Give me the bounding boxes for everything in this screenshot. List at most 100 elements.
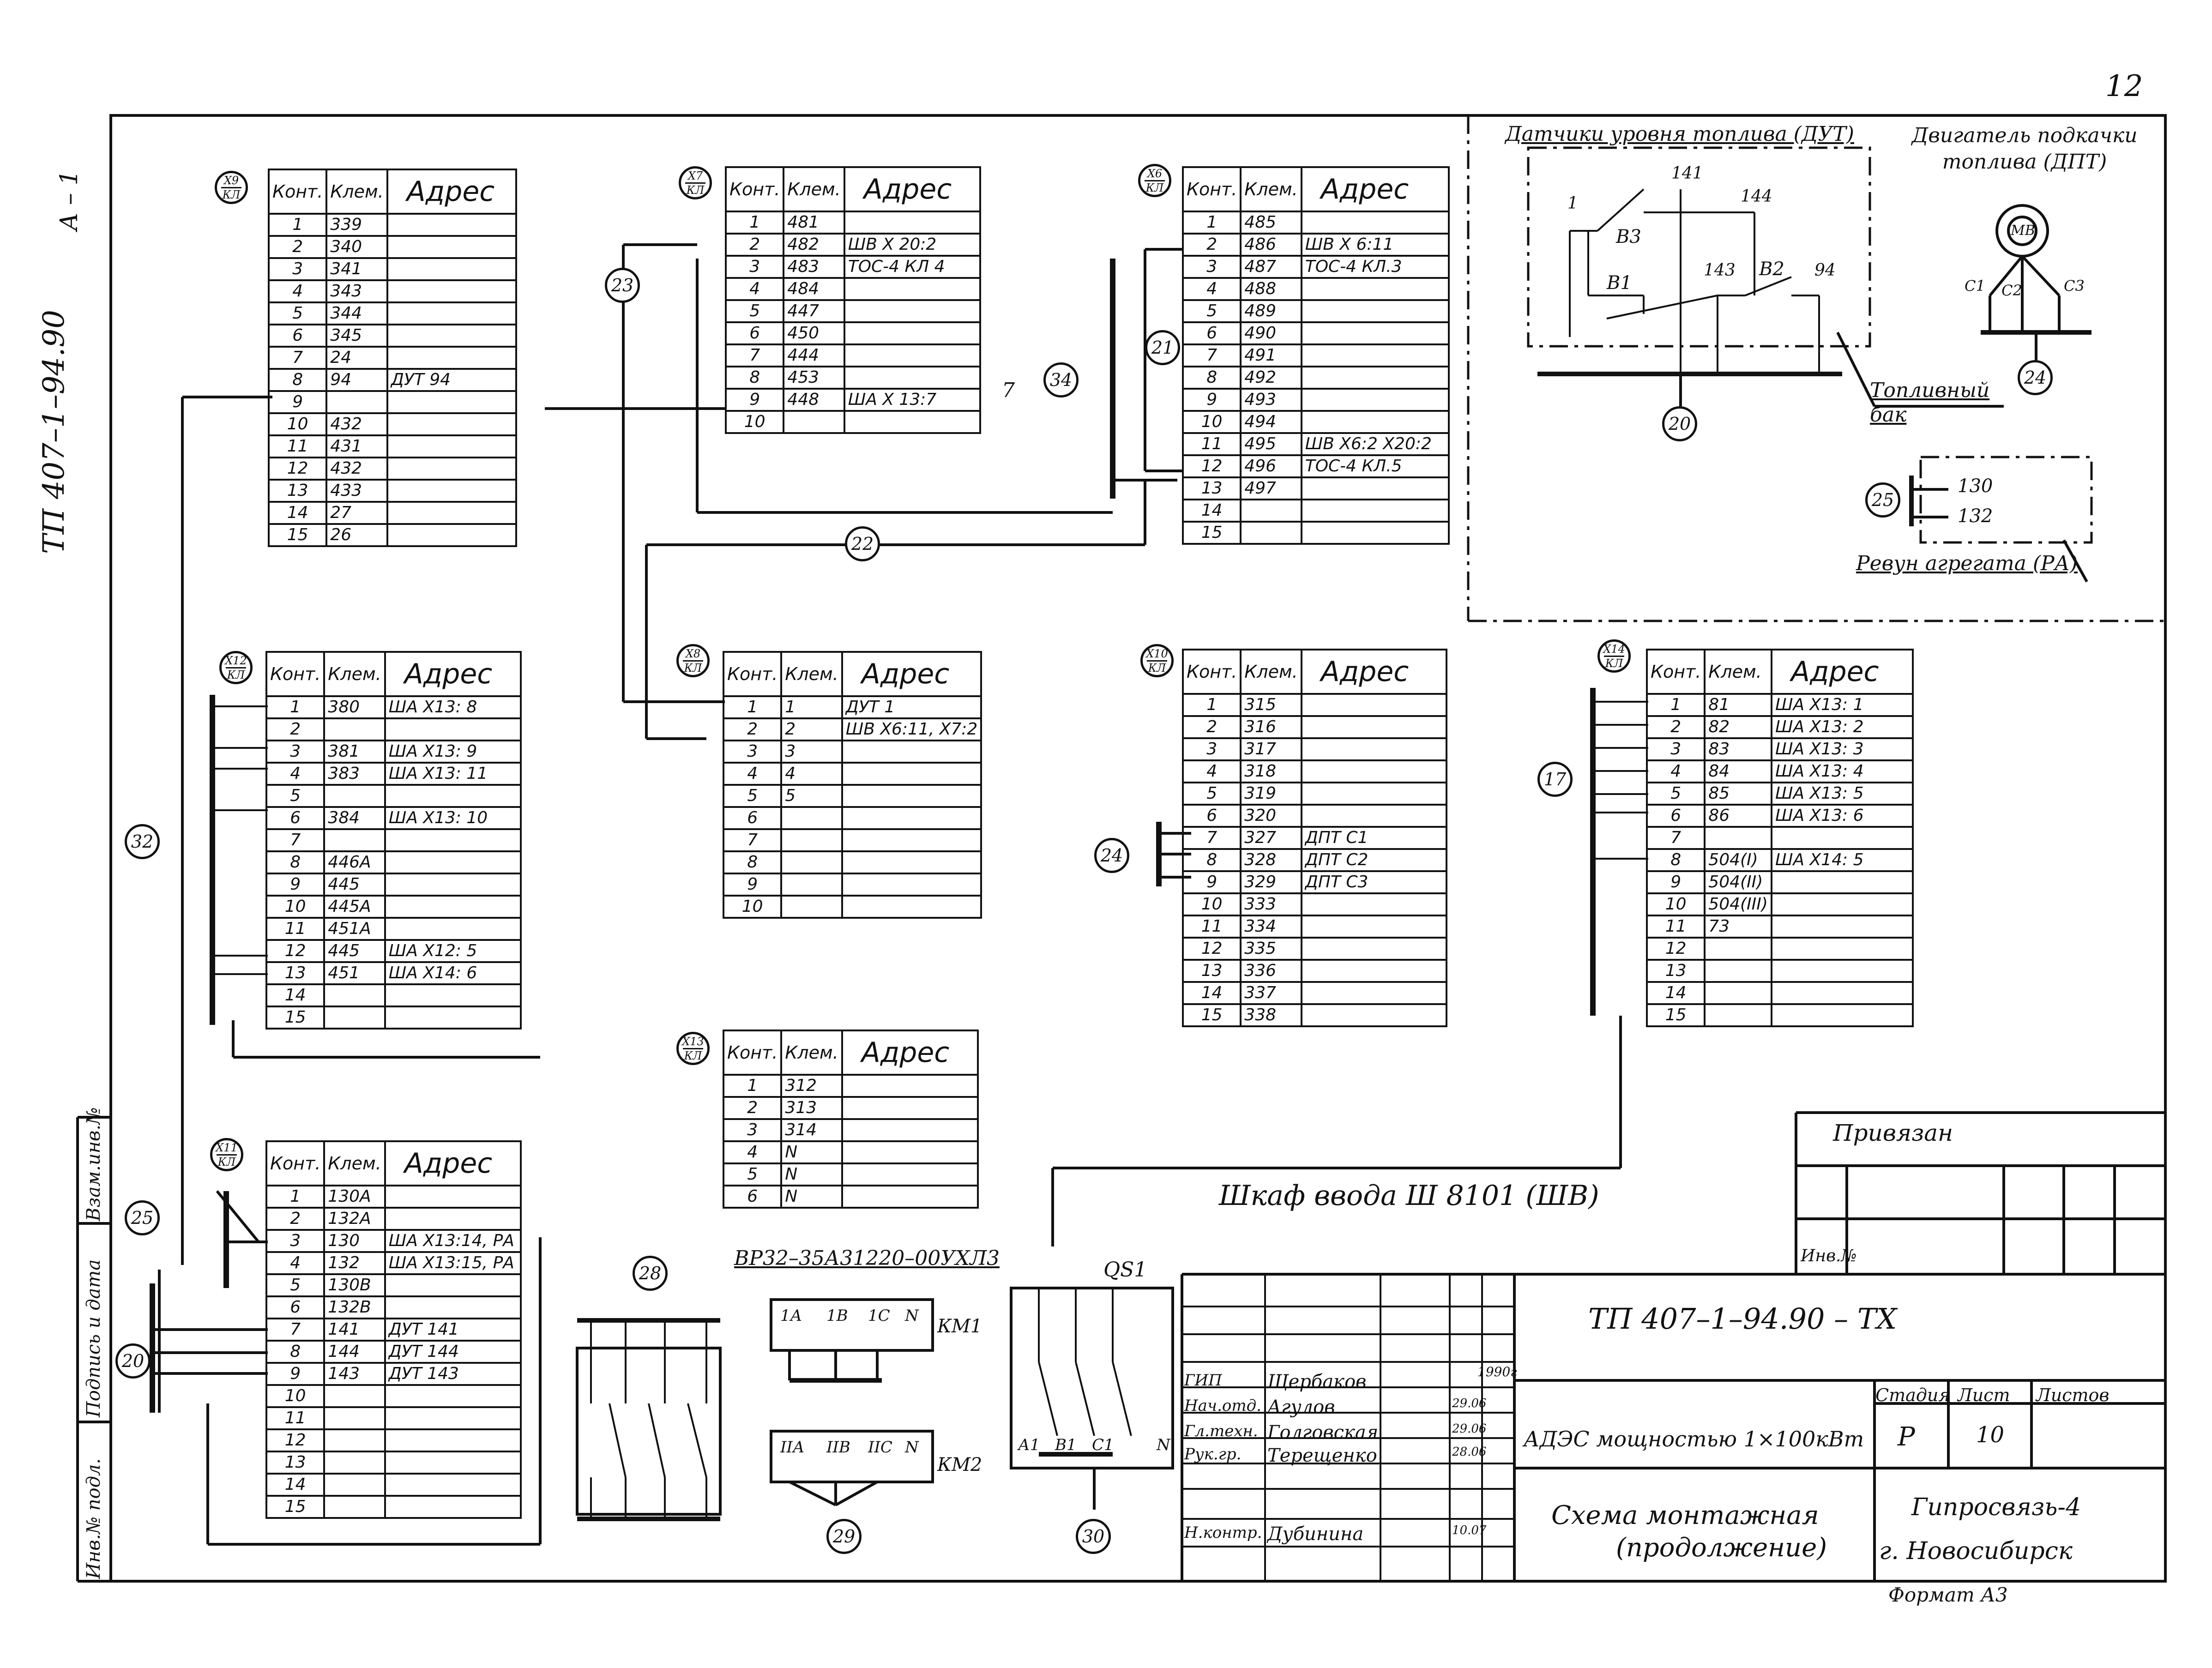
role-date: 10.07 bbox=[1452, 1523, 1487, 1537]
cell-adres: ДПТ С1 bbox=[1300, 826, 1448, 850]
cell-adres bbox=[1300, 299, 1450, 323]
mark-seven: 7 bbox=[1002, 379, 1015, 402]
cell-kont: 3 bbox=[267, 257, 328, 281]
cell-klem: 381 bbox=[323, 740, 386, 764]
cell-klem: 431 bbox=[325, 434, 388, 458]
cell-adres bbox=[384, 1384, 522, 1408]
cell-adres bbox=[1300, 211, 1450, 235]
cell-klem: 451А bbox=[323, 917, 386, 941]
cell-kont: 13 bbox=[1181, 959, 1242, 983]
year-label: 1990г bbox=[1477, 1364, 1517, 1379]
cell-adres bbox=[1770, 870, 1914, 894]
cell-kont: 11 bbox=[1181, 432, 1242, 456]
cell-klem: 432 bbox=[325, 412, 388, 436]
role-role: Нач.отд. bbox=[1184, 1397, 1261, 1415]
cell-adres bbox=[386, 213, 518, 237]
cell-adres bbox=[1300, 759, 1448, 783]
cell-klem bbox=[323, 1495, 386, 1519]
cell-kont: 2 bbox=[265, 717, 325, 741]
cell-kont: 9 bbox=[722, 873, 783, 897]
cell-kont: 8 bbox=[1645, 848, 1706, 872]
cell-kont: 4 bbox=[265, 762, 325, 786]
cell-klem: 86 bbox=[1704, 804, 1772, 828]
cell-kont: 3 bbox=[1645, 737, 1706, 761]
table-row: 7 bbox=[265, 828, 522, 852]
term-1: 1 bbox=[1567, 194, 1578, 213]
cell-kont: 3 bbox=[722, 740, 783, 764]
table-row: 11 bbox=[265, 1406, 522, 1430]
cell-adres bbox=[386, 257, 518, 281]
cell-adres bbox=[841, 828, 982, 852]
cell-klem: 444 bbox=[783, 343, 845, 367]
cell-adres bbox=[841, 873, 982, 897]
cell-adres bbox=[1300, 1003, 1448, 1027]
motor-label: МВ bbox=[2011, 223, 2035, 239]
table-row: 15 bbox=[265, 1495, 522, 1519]
cell-klem: 488 bbox=[1240, 277, 1302, 301]
cell-klem: 486 bbox=[1240, 233, 1302, 257]
cell-adres bbox=[384, 1428, 522, 1452]
cell-kont: 9 bbox=[265, 1362, 325, 1386]
table-row: 5 bbox=[265, 784, 522, 808]
cell-adres bbox=[384, 873, 522, 897]
col-adres: Адрес bbox=[1770, 649, 1914, 695]
cell-kont: 6 bbox=[724, 321, 785, 345]
cell-klem bbox=[325, 390, 388, 414]
cell-adres bbox=[384, 850, 522, 874]
inv-label: Инв.№ bbox=[1801, 1246, 1857, 1265]
siren-130: 130 bbox=[1958, 476, 1993, 497]
cell-adres bbox=[384, 1495, 522, 1519]
qs-t3: С1 bbox=[1092, 1436, 1114, 1454]
cell-kont: 6 bbox=[265, 1295, 325, 1319]
col-kont: Конт. bbox=[722, 1030, 783, 1076]
cell-kont: 4 bbox=[1181, 277, 1242, 301]
role-role: Рук.гр. bbox=[1184, 1445, 1242, 1463]
cell-adres: ДУТ 1 bbox=[841, 695, 982, 719]
col-adres: Адрес bbox=[843, 166, 982, 212]
cell-klem: 327 bbox=[1240, 826, 1302, 850]
table-row: 14 bbox=[265, 983, 522, 1007]
cell-kont: 15 bbox=[1181, 1003, 1242, 1027]
cell-adres bbox=[841, 740, 982, 764]
cell-kont: 3 bbox=[724, 255, 785, 279]
cell-adres bbox=[1300, 782, 1448, 806]
table-row: 8 bbox=[722, 850, 982, 874]
cell-adres bbox=[1300, 521, 1450, 545]
cell-klem: 343 bbox=[325, 279, 388, 303]
cell-adres bbox=[841, 1140, 979, 1164]
cell-adres: ША Х13: 4 bbox=[1770, 759, 1914, 783]
cell-klem: 328 bbox=[1240, 848, 1302, 872]
table-row: 15 bbox=[265, 1006, 522, 1030]
km2-t3: IIС bbox=[868, 1438, 892, 1457]
cell-adres: ША Х13: 3 bbox=[1770, 737, 1914, 761]
cell-kont: 7 bbox=[1181, 343, 1242, 367]
qs1-label: QS1 bbox=[1103, 1258, 1147, 1282]
cell-klem: 383 bbox=[323, 762, 386, 786]
cell-klem: 26 bbox=[325, 523, 388, 547]
col-klem: Клем. bbox=[323, 1140, 386, 1186]
cell-klem: 445 bbox=[323, 873, 386, 897]
sheet-subtitle-2: (продолжение) bbox=[1616, 1533, 1827, 1563]
cable-30: 30 bbox=[1076, 1519, 1111, 1554]
cell-klem bbox=[780, 806, 843, 830]
cell-adres bbox=[1300, 476, 1450, 500]
table-row: 15 bbox=[1181, 521, 1450, 545]
cell-kont: 14 bbox=[267, 501, 328, 525]
cell-klem bbox=[323, 1406, 386, 1430]
cell-klem bbox=[780, 873, 843, 897]
